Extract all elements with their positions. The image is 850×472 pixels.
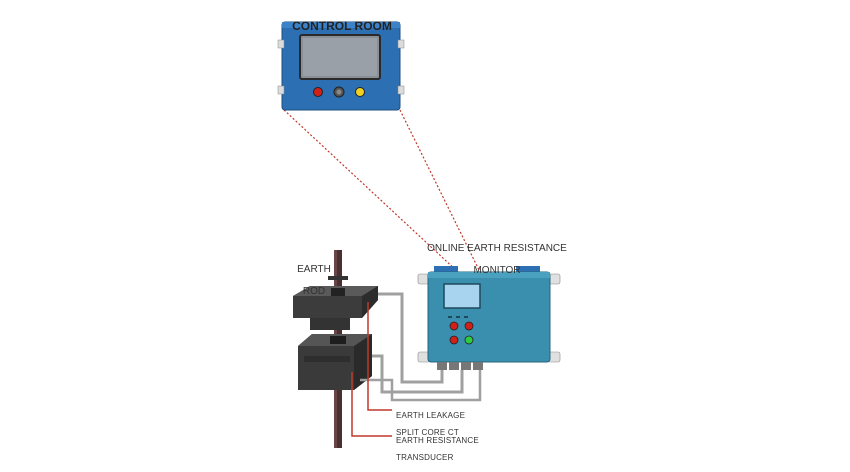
- monitor-label: ONLINE EARTH RESISTANCE MONITOR: [412, 232, 582, 287]
- earth-resistance-diagram: [277, 21, 561, 448]
- split-core-ct-icon: [293, 286, 378, 330]
- cables: [360, 292, 482, 402]
- transducer-label-line1: EARTH RESISTANCE: [396, 435, 479, 445]
- label-leader-lines: [351, 302, 392, 437]
- leakage-ct-label-line1: EARTH LEAKAGE: [396, 410, 466, 420]
- monitor-label-line2: MONITOR: [473, 265, 521, 276]
- earth-rod-label: EARTH ROD: [292, 253, 336, 308]
- monitor-box-icon: [417, 266, 561, 370]
- control-panel-icon: [277, 21, 405, 111]
- monitor-label-line1: ONLINE EARTH RESISTANCE: [427, 243, 567, 254]
- transducer-icon: [298, 334, 372, 390]
- control-room-text: CONTROL ROOM: [292, 19, 392, 34]
- control-room-label: CONTROL ROOM: [280, 7, 404, 33]
- leakage-ct-label: EARTH LEAKAGE SPLIT CORE CT: [396, 403, 506, 447]
- earth-rod-label-line1: EARTH: [297, 264, 331, 275]
- transducer-label-line2: TRANSDUCER: [396, 453, 454, 463]
- earth-rod-label-line2: ROD: [302, 286, 326, 297]
- leakage-ct-label-line2: SPLIT CORE CT: [396, 428, 459, 438]
